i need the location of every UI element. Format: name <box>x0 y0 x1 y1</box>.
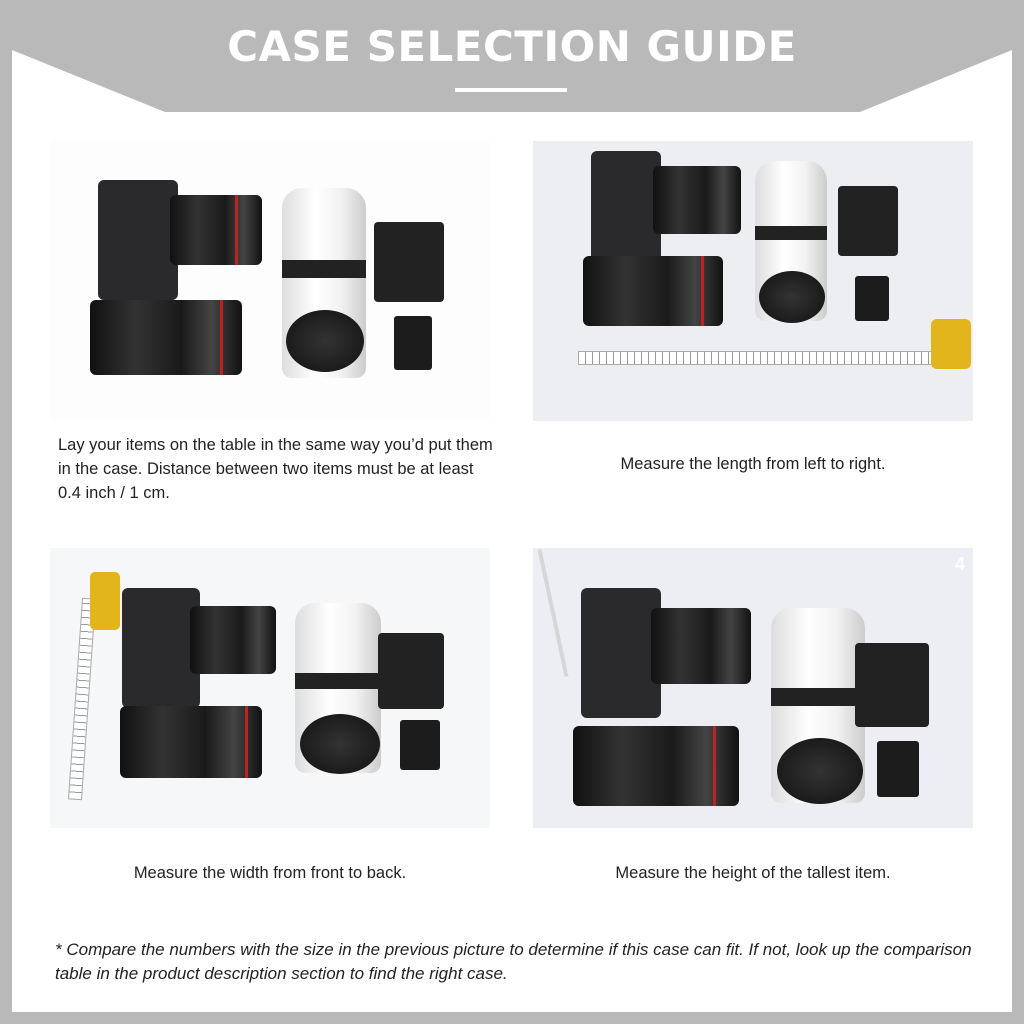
photo-measure-length <box>533 141 973 421</box>
footnote: * Compare the numbers with the size in t… <box>55 940 972 983</box>
title-underline <box>455 88 567 92</box>
photo-measure-height: 4 <box>533 548 973 828</box>
page-title: CASE SELECTION GUIDE <box>227 22 797 71</box>
step-3-caption: Measure the width from front to back. <box>133 864 407 882</box>
step-2-caption: Measure the length from left to right. <box>620 455 886 473</box>
header-banner <box>0 0 1024 112</box>
photo-items-layout <box>50 140 490 420</box>
step-4-caption: Measure the height of the tallest item. <box>615 864 891 882</box>
photo-measure-width <box>50 548 490 828</box>
step-number-badge: 4 <box>954 554 965 574</box>
step-1-caption: Lay your items on the table in the same … <box>58 436 493 502</box>
